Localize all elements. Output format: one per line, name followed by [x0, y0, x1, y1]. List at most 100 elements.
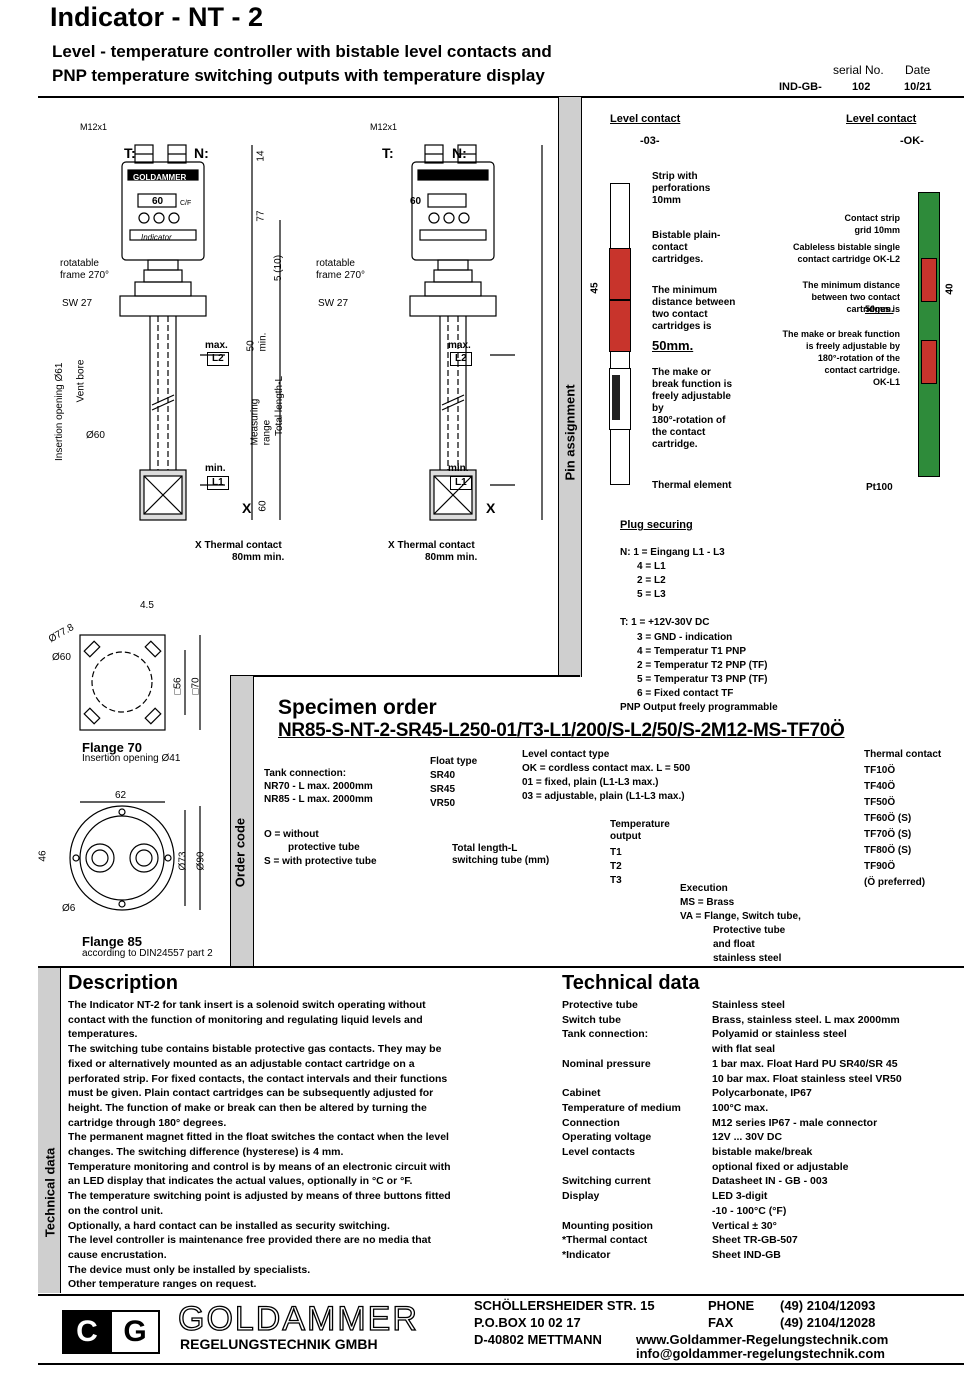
- flange70-d60: Ø60: [52, 652, 71, 663]
- execution-4: stainless steel: [713, 953, 782, 964]
- l2-label-2: L2: [450, 352, 472, 366]
- float-type-title: Float type: [430, 756, 478, 767]
- tech-row: Tank connection:Polyamid or stainless st…: [562, 1028, 847, 1041]
- plug-t-line-5: 6 = Fixed contact TF: [637, 688, 734, 699]
- description-line: contact with the function of monitoring …: [68, 1013, 423, 1026]
- level-type-title: Level contact type: [522, 749, 610, 760]
- min-label-2: min.: [448, 463, 469, 474]
- plug-t-line-2: 4 = Temperatur T1 PNP: [637, 646, 747, 657]
- fax-number: (49) 2104/12028: [780, 1315, 876, 1330]
- specimen-code: NR85-S-NT-2-SR45-L250-01/T3-L1/200/S-L2/…: [278, 720, 845, 741]
- dim-77: 77: [255, 210, 267, 222]
- dim-14: 14: [255, 150, 267, 162]
- t-connector-label: T:: [124, 145, 136, 161]
- float-type-0: SR40: [430, 770, 456, 781]
- technical-data-side-label: Technical data: [42, 1147, 58, 1238]
- flange85-d46: 46: [37, 850, 49, 862]
- technical-data-band: [38, 968, 61, 1293]
- temp-output-2: T3: [610, 875, 622, 886]
- phone-label: PHONE: [708, 1298, 755, 1313]
- cableless-note: Cableless bistable single contact cartri…: [792, 242, 900, 264]
- tech-row: -10 - 100°C (°F): [712, 1204, 787, 1217]
- x-label-2: X: [486, 500, 496, 516]
- description-line: The permanent magnet fitted in the float…: [68, 1131, 449, 1144]
- make-break-ok-note: The make or break function is freely adj…: [782, 329, 900, 387]
- serial-prefix: IND-GB-: [779, 81, 822, 93]
- plug-n-line-2: 2 = L2: [637, 575, 666, 586]
- description-line: perforated strip. For fixed contacts, th…: [68, 1072, 448, 1085]
- device-drawings: M12x1 M12x1: [80, 122, 555, 521]
- description-line: must be given. Plain contact cartridges …: [68, 1087, 434, 1100]
- company-subname: REGELUNGSTECHNIK GMBH: [180, 1336, 378, 1352]
- description-body: The Indicator NT-2 for tank insert is a …: [68, 998, 548, 1292]
- thermal-contact-min: 80mm min.: [232, 552, 285, 563]
- strip-note: Strip with perforations 10mm: [652, 171, 711, 206]
- tank-connection-title: Tank connection:: [264, 768, 347, 779]
- execution-title: Execution: [680, 883, 728, 894]
- dim-45: 45: [589, 282, 601, 294]
- fax-label: FAX: [708, 1315, 734, 1330]
- description-title: Description: [68, 972, 179, 994]
- level-contact-left-title: Level contact: [610, 113, 681, 125]
- header-rule: [38, 96, 964, 98]
- description-rule: [38, 966, 964, 968]
- temp-output-0: T1: [610, 847, 622, 858]
- website-link[interactable]: www.Goldammer-Regelungstechnik.com: [636, 1332, 889, 1347]
- sw27-label-2: SW 27: [318, 298, 349, 309]
- level-type-1: 01 = fixed, plain (L1-L3 max.): [522, 777, 659, 788]
- description-line: an LED display that indicates the actual…: [68, 1175, 413, 1188]
- plug-n-line-0: N: 1 = Eingang L1 - L3: [620, 547, 725, 558]
- plug-title: Plug securing: [620, 519, 693, 531]
- dim-40: 40: [944, 283, 956, 295]
- thermal-contact-note: X Thermal contact: [195, 540, 282, 551]
- flange70-sub: Insertion opening Ø41: [82, 753, 181, 764]
- tube-option-2: S = with protective tube: [264, 856, 377, 867]
- description-line: Optionally, a hard contact can be instal…: [68, 1219, 390, 1232]
- flange85-d6: Ø6: [62, 903, 76, 914]
- tank-connection-0: NR70 - L max. 2000mm: [264, 781, 373, 792]
- rotatable-label: rotatable frame 270°: [60, 258, 110, 281]
- description-line: temperatures.: [68, 1028, 138, 1041]
- order-code-label: Order code: [232, 817, 248, 888]
- email-link[interactable]: info@goldammer-regelungstechnik.com: [636, 1346, 885, 1361]
- plug-t-line-4: 5 = Temperatur T3 PNP (TF): [637, 674, 768, 685]
- execution-3: and float: [713, 939, 755, 950]
- tech-row: optional fixed or adjustable: [712, 1160, 849, 1173]
- min-distance-ok-value: 50mm.: [865, 304, 894, 314]
- execution-0: MS = Brass: [680, 897, 735, 908]
- company-logo: C G: [62, 1310, 160, 1354]
- d60-label: Ø60: [86, 430, 105, 441]
- thermal-contact-note-2: X Thermal contact: [388, 540, 475, 551]
- flange85-title: Flange 85: [82, 934, 142, 949]
- svg-text:M12x1: M12x1: [80, 122, 107, 132]
- device-name: Indicator: [141, 233, 172, 242]
- company-name: GOLDAMMER: [177, 1299, 419, 1338]
- description-line: Other temperature ranges on request.: [68, 1278, 257, 1291]
- min-distance-ok-note: The minimum distance between two contact…: [802, 280, 900, 314]
- description-line: The level controller is maintenance free…: [68, 1234, 431, 1247]
- thermal-contact-title: Thermal contact: [864, 749, 942, 760]
- bistable-note: Bistable plain- contact cartridges.: [652, 230, 721, 265]
- execution-2: Protective tube: [713, 925, 786, 936]
- serial-label: serial No.: [833, 63, 884, 77]
- flange85-d73: Ø73: [177, 851, 189, 871]
- specimen-title: Specimen order: [278, 696, 437, 719]
- level-type-2: 03 = adjustable, plain (L1-L3 max.): [522, 791, 685, 802]
- ok-cartridge-l2: [921, 258, 937, 302]
- flange85-sub: according to DIN24557 part 2: [82, 948, 213, 959]
- level-contact-left-code: -03-: [640, 135, 660, 147]
- thermal-contact-0: TF10Ö: [864, 765, 896, 776]
- flange85-d90: Ø90: [195, 851, 207, 871]
- thermal-element-fill: [612, 375, 620, 420]
- brand-on-device: GOLDAMMER: [133, 173, 187, 182]
- thermal-contact-4: TF70Ö (S): [864, 829, 912, 840]
- x-label: X: [242, 500, 252, 516]
- dim-60: 60: [257, 500, 269, 512]
- description-line: on the control unit.: [68, 1204, 164, 1217]
